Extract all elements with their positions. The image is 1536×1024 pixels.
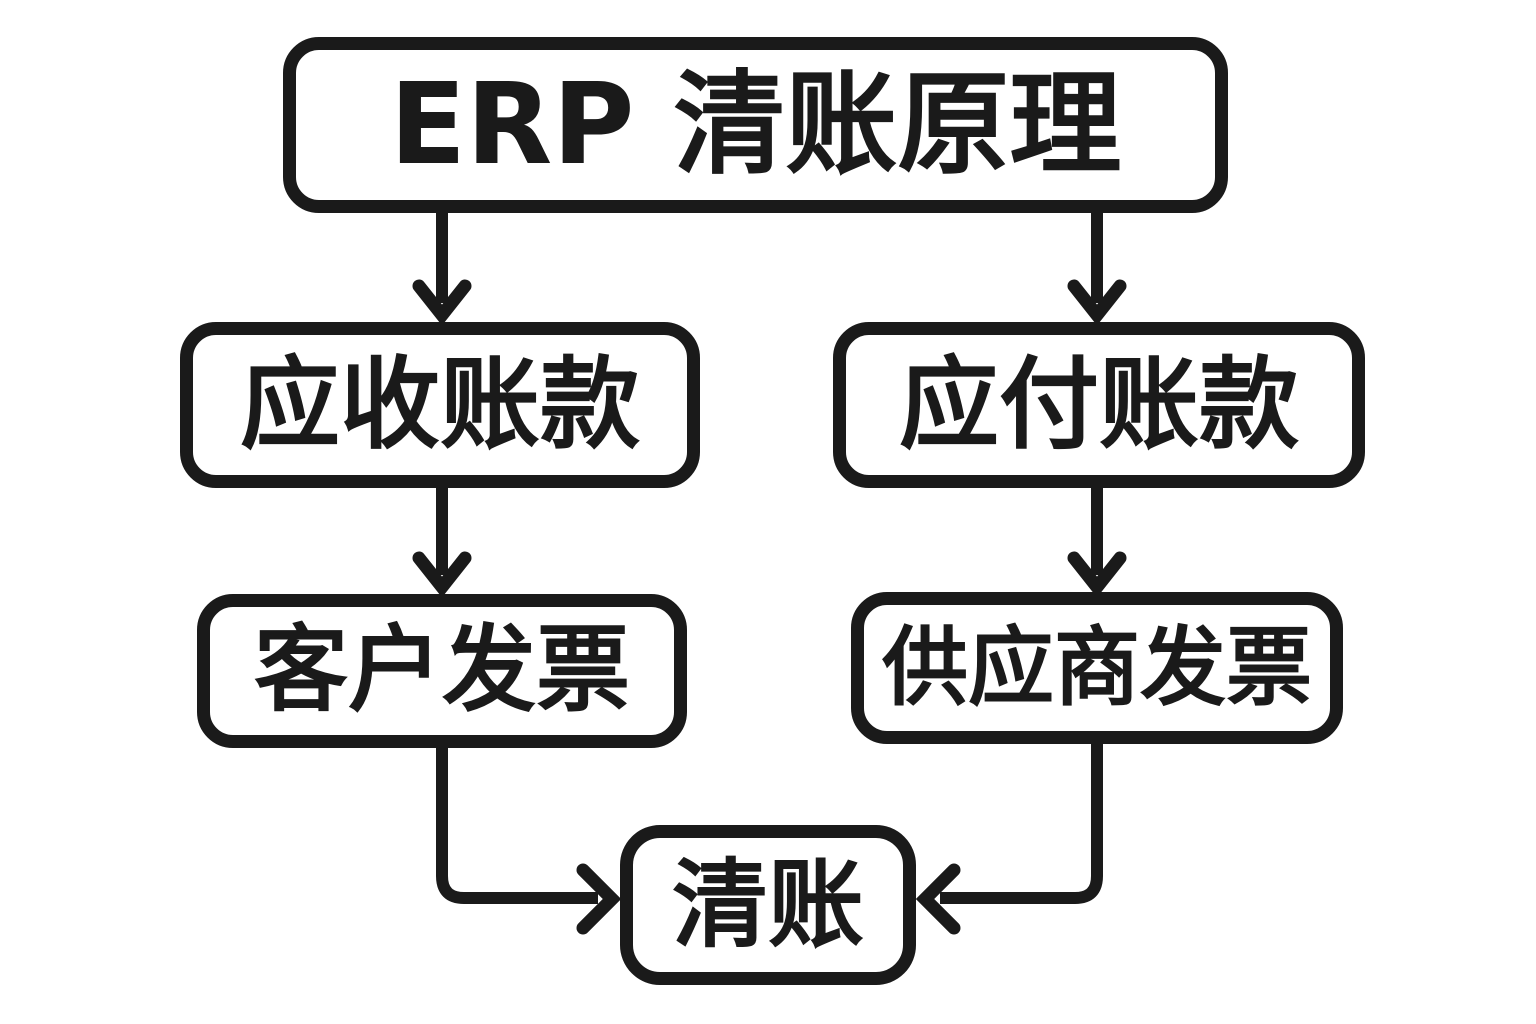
edge-accounts-receivable-to-customer-invoice xyxy=(412,488,472,598)
edge-title-to-accounts-receivable xyxy=(412,213,472,326)
node-accounts-receivable-label: 应收账款 xyxy=(240,346,640,463)
node-accounts-receivable: 应收账款 xyxy=(180,322,700,488)
node-customer-invoice-label: 客户发票 xyxy=(253,616,630,725)
arrowhead-down-icon xyxy=(412,279,472,326)
node-erp-clearing-title-label: ERP 清账原理 xyxy=(389,60,1122,190)
edge-accounts-payable-to-supplier-invoice xyxy=(1067,488,1127,598)
arrowhead-down-icon xyxy=(1067,279,1127,326)
node-supplier-invoice: 供应商发票 xyxy=(851,592,1343,744)
arrowhead-down-icon xyxy=(412,551,472,598)
node-accounts-payable-label: 应付账款 xyxy=(899,346,1299,463)
arrowhead-down-icon xyxy=(1067,551,1127,598)
arrowhead-left-icon xyxy=(915,863,961,935)
edge-title-to-accounts-payable xyxy=(1067,213,1127,326)
node-clearing-label: 清账 xyxy=(672,849,864,961)
node-supplier-invoice-label: 供应商发票 xyxy=(882,618,1312,718)
edge-supplier-invoice-to-clearing xyxy=(915,742,1103,935)
node-accounts-payable: 应付账款 xyxy=(833,322,1365,488)
arrowhead-right-icon xyxy=(576,863,622,935)
node-clearing: 清账 xyxy=(620,825,916,985)
node-customer-invoice: 客户发票 xyxy=(197,594,687,748)
edge-customer-invoice-to-clearing xyxy=(436,748,622,935)
node-erp-clearing-title: ERP 清账原理 xyxy=(283,37,1228,213)
